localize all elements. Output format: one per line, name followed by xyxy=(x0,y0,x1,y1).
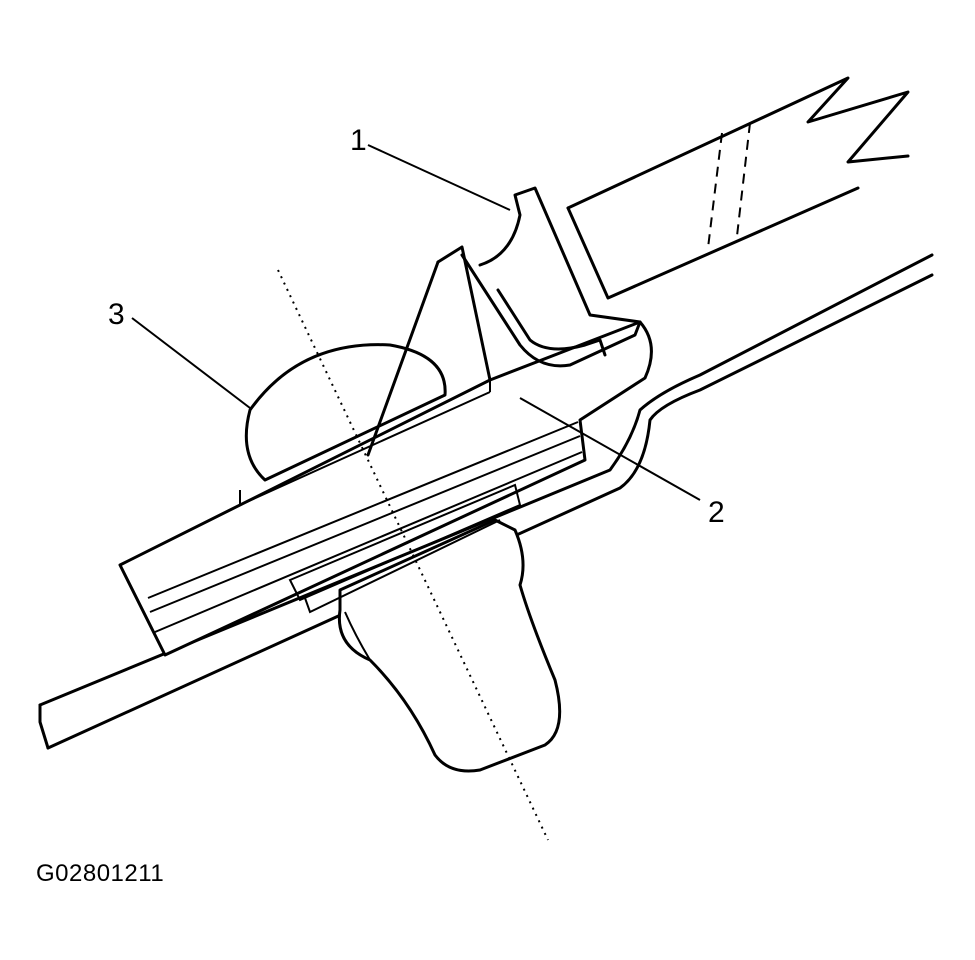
centerline xyxy=(277,269,549,841)
spring-tang xyxy=(366,186,642,457)
figure-id: G02801211 xyxy=(36,860,165,887)
callout-1: 1 xyxy=(350,124,367,157)
callout-3: 3 xyxy=(108,298,125,331)
body-panel xyxy=(38,253,934,750)
trim-panel-upper xyxy=(566,76,910,300)
callout-2: 2 xyxy=(708,496,725,529)
leader-1 xyxy=(367,144,511,211)
leader-2 xyxy=(519,397,701,501)
leader-3 xyxy=(131,317,251,409)
retainer-prong xyxy=(288,483,562,773)
